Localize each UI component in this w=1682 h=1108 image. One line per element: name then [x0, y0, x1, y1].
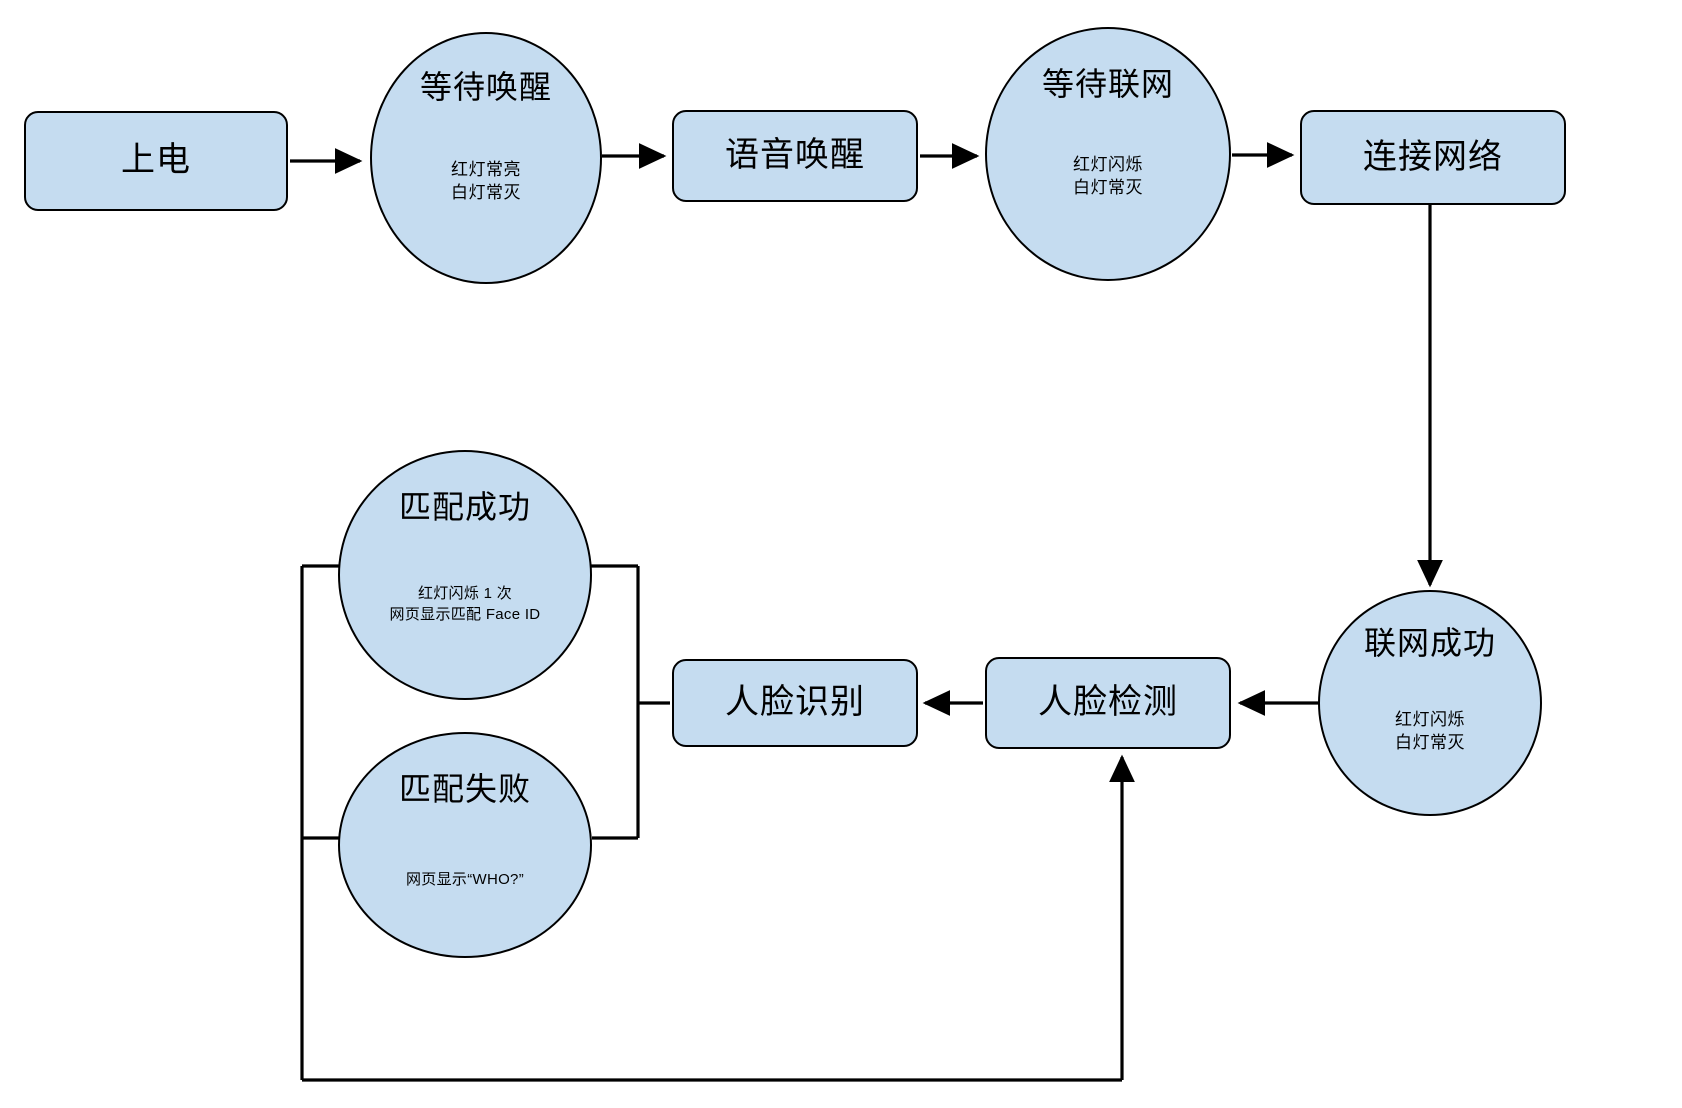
node-face-detect[interactable]: 人脸检测: [985, 657, 1231, 749]
node-connect-network[interactable]: 连接网络: [1300, 110, 1566, 205]
node-wait-wakeup[interactable]: 等待唤醒 红灯常亮 白灯常灭: [370, 32, 602, 284]
node-voice-wakeup[interactable]: 语音唤醒: [672, 110, 918, 202]
node-network-success[interactable]: 联网成功 红灯闪烁 白灯常灭: [1318, 590, 1542, 816]
node-face-recognize-label: 人脸识别: [725, 683, 865, 722]
node-wait-network-sub: 红灯闪烁 白灯常灭: [1073, 155, 1143, 198]
node-connect-network-label: 连接网络: [1363, 137, 1503, 176]
node-wait-network-label: 等待联网: [1041, 66, 1174, 102]
node-power-on-label: 上电: [121, 141, 191, 180]
node-voice-wakeup-label: 语音唤醒: [725, 136, 865, 175]
node-match-fail[interactable]: 匹配失败 网页显示“WHO?”: [338, 732, 592, 958]
node-network-success-label: 联网成功: [1363, 625, 1496, 661]
node-match-fail-label: 匹配失败: [398, 771, 531, 807]
node-match-success[interactable]: 匹配成功 红灯闪烁 1 次 网页显示匹配 Face ID: [338, 450, 592, 700]
node-face-recognize[interactable]: 人脸识别: [672, 659, 918, 747]
node-wait-wakeup-sub: 红灯常亮 白灯常灭: [451, 160, 521, 203]
node-match-fail-sub: 网页显示“WHO?”: [406, 871, 524, 889]
node-face-detect-label: 人脸检测: [1038, 683, 1178, 722]
node-wait-network[interactable]: 等待联网 红灯闪烁 白灯常灭: [985, 27, 1231, 281]
node-power-on[interactable]: 上电: [24, 111, 288, 211]
node-wait-wakeup-label: 等待唤醒: [419, 69, 552, 105]
node-network-success-sub: 红灯闪烁 白灯常灭: [1395, 710, 1465, 753]
node-match-success-label: 匹配成功: [398, 489, 531, 525]
node-match-success-sub: 红灯闪烁 1 次 网页显示匹配 Face ID: [389, 585, 541, 624]
